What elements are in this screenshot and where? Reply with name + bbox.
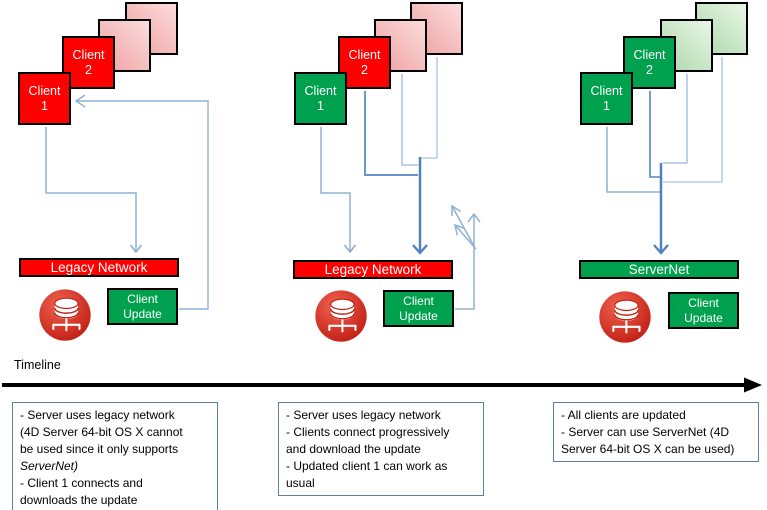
panel3-client1-connector bbox=[606, 127, 660, 193]
panel1-network-bar: Legacy Network bbox=[19, 258, 179, 277]
caption-line: ServerNet) bbox=[20, 459, 79, 473]
panel3-client-1-label: Client 1 bbox=[590, 83, 623, 113]
server-database-icon bbox=[599, 291, 651, 343]
panel1-client-1-box: Client 1 bbox=[18, 72, 71, 125]
panel2-update-to-clients-arrows bbox=[451, 204, 481, 310]
panel2-client2-connector bbox=[364, 91, 418, 176]
caption-line: - Server can use ServerNet (4D bbox=[561, 425, 730, 439]
panel1-client-2-label: Client 2 bbox=[72, 47, 105, 77]
caption-line: downloads the update bbox=[20, 493, 138, 507]
panel1-caption-box: - Server uses legacy network (4D Server … bbox=[12, 402, 218, 510]
timeline-label: Timeline bbox=[14, 358, 61, 372]
panel2-client-1-label: Client 1 bbox=[304, 83, 337, 113]
caption-line: be used since it only supports bbox=[20, 442, 179, 456]
panel3-client-update-box: Client Update bbox=[668, 292, 739, 329]
panel3-network-bar: ServerNet bbox=[579, 260, 739, 279]
panel3-caption-box: - All clients are updated - Server can u… bbox=[553, 402, 759, 462]
panel1-client-1-label: Client 1 bbox=[28, 83, 61, 113]
panel3-network-label: ServerNet bbox=[628, 262, 690, 277]
caption-line: - Client 1 connects and bbox=[20, 476, 143, 490]
caption-line: usual bbox=[286, 476, 315, 490]
panel3-client-2-label: Client 2 bbox=[633, 47, 666, 77]
panel3-client-1-box: Client 1 bbox=[580, 72, 633, 125]
panel1-client-update-box: Client Update bbox=[107, 288, 178, 325]
caption-line: and download the update bbox=[286, 442, 421, 456]
caption-line: Server 64-bit OS X can be used) bbox=[561, 442, 735, 456]
panel3-client-update-label: Client Update bbox=[684, 295, 723, 325]
panel2-client-update-label: Client Update bbox=[399, 293, 438, 323]
server-database-icon bbox=[39, 289, 91, 341]
panel2-client-2-label: Client 2 bbox=[348, 47, 381, 77]
panel2-back3-connector bbox=[401, 74, 418, 166]
caption-line: - Clients connect progressively bbox=[286, 425, 450, 439]
panel1-client-2-box: Client 2 bbox=[62, 36, 115, 89]
panel3-merged-to-network-arrow bbox=[653, 163, 669, 255]
panel2-client1-to-network-arrow bbox=[320, 127, 357, 254]
panel1-client1-to-network-arrow bbox=[45, 127, 143, 254]
timeline-arrow bbox=[2, 377, 762, 393]
panel2-caption-box: - Server uses legacy network - Clients c… bbox=[278, 402, 484, 496]
caption-line: - Server uses legacy network bbox=[286, 408, 441, 422]
panel2-client-update-box: Client Update bbox=[383, 290, 454, 327]
panel1-client-update-label: Client Update bbox=[123, 291, 162, 321]
caption-line: (4D Server 64-bit OS X cannot bbox=[20, 425, 183, 439]
panel2-back4-connector bbox=[421, 57, 438, 159]
caption-line: - Updated client 1 can work as bbox=[286, 459, 448, 473]
server-database-icon bbox=[315, 290, 367, 342]
caption-line: - All clients are updated bbox=[561, 408, 686, 422]
panel2-network-bar: Legacy Network bbox=[293, 260, 453, 279]
panel2-merged-to-network-arrow bbox=[412, 157, 428, 255]
panel3-client2-connector bbox=[649, 91, 660, 178]
panel2-network-label: Legacy Network bbox=[324, 262, 422, 277]
panel2-client-1-box: Client 1 bbox=[294, 72, 347, 125]
panel1-network-label: Legacy Network bbox=[50, 260, 148, 275]
caption-line: - Server uses legacy network bbox=[20, 408, 175, 422]
